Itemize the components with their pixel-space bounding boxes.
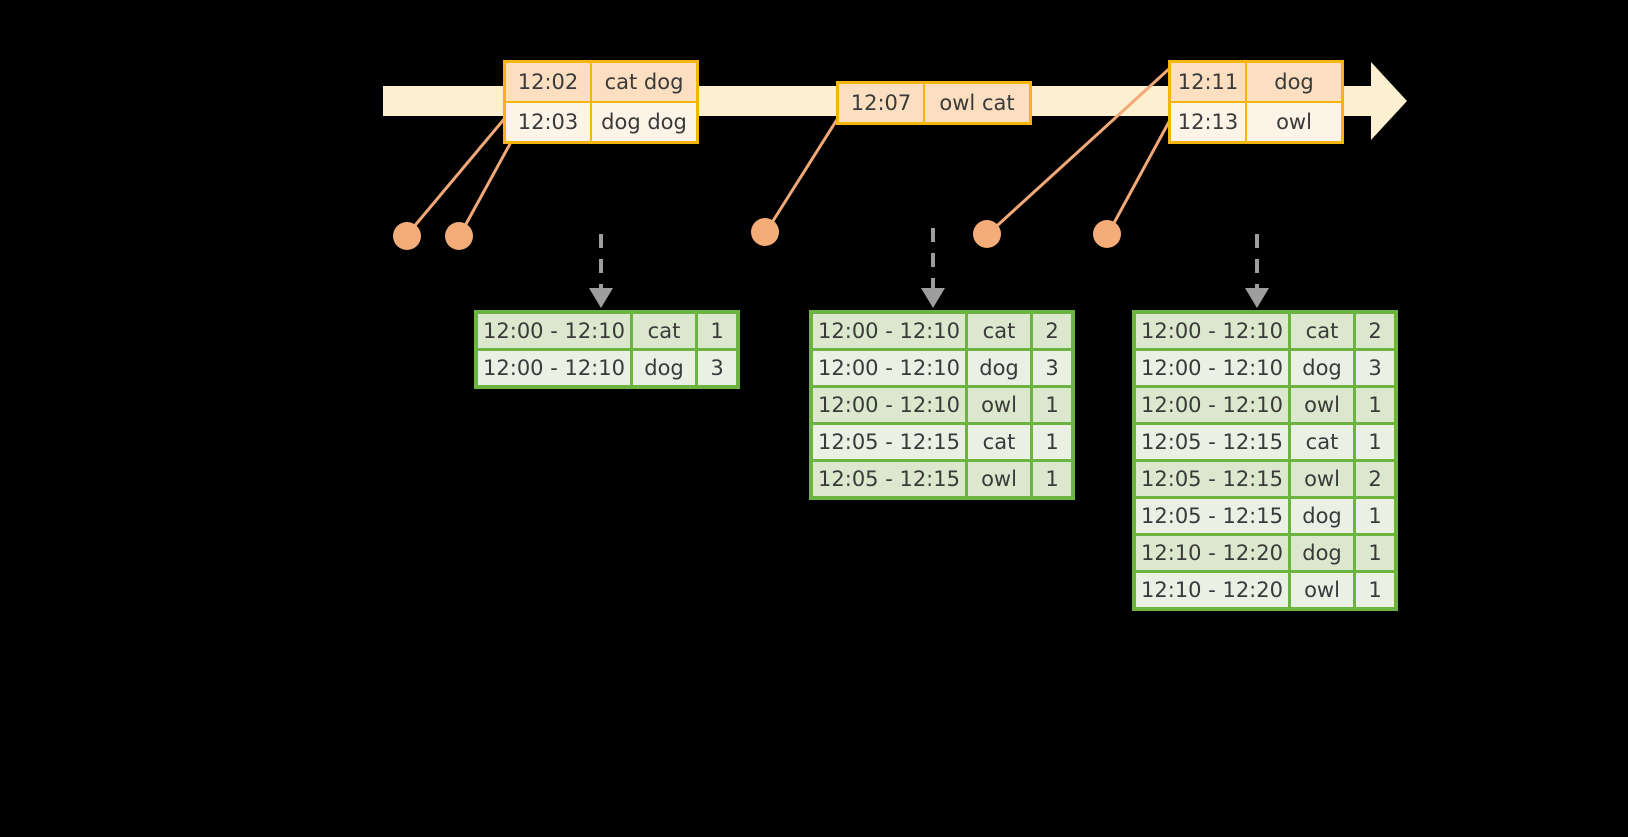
cell-word: owl: [1291, 573, 1353, 607]
cell-count: 3: [698, 351, 736, 385]
cell-word: owl: [968, 462, 1030, 496]
event-words: owl: [1276, 110, 1312, 134]
table-row[interactable]: 12:05 - 12:15 cat 1: [1136, 425, 1394, 459]
event-group-1[interactable]: 12:02 cat dog 12:03 dog dog: [503, 60, 699, 144]
dot-1203-icon: [445, 222, 473, 250]
cell-window: 12:05 - 12:15: [1136, 425, 1288, 459]
cell-count: 3: [1356, 351, 1394, 385]
cell-word: cat: [1291, 425, 1353, 459]
dot-1213-icon: [1093, 220, 1121, 248]
table-row[interactable]: 12:05 - 12:15 dog 1: [1136, 499, 1394, 533]
table-row[interactable]: 12:10 - 12:20 owl 1: [1136, 573, 1394, 607]
cell-count: 1: [1356, 573, 1394, 607]
event-row[interactable]: 12:13 owl: [1171, 103, 1341, 141]
event-row[interactable]: 12:02 cat dog: [506, 63, 696, 103]
cell-count: 1: [1033, 388, 1071, 422]
connector-1207: [764, 116, 840, 234]
event-row[interactable]: 12:07 owl cat: [839, 84, 1029, 122]
event-words: owl cat: [939, 91, 1015, 115]
cell-window: 12:00 - 12:10: [1136, 314, 1288, 348]
cell-count: 1: [1033, 462, 1071, 496]
table-row[interactable]: 12:00 - 12:10 cat 2: [1136, 314, 1394, 348]
cell-count: 2: [1356, 314, 1394, 348]
cell-count: 1: [1356, 536, 1394, 570]
cell-count: 2: [1033, 314, 1071, 348]
dashed-arrow-3: [1245, 234, 1269, 308]
table-row[interactable]: 12:05 - 12:15 owl 1: [813, 462, 1071, 496]
cell-count: 2: [1356, 462, 1394, 496]
cell-word: dog: [633, 351, 695, 385]
dashed-arrows: [589, 228, 1269, 308]
event-time: 12:07: [839, 84, 925, 122]
dot-1202-icon: [393, 222, 421, 250]
cell-word: cat: [1291, 314, 1353, 348]
connector-1202: [405, 116, 507, 237]
table-row[interactable]: 12:05 - 12:15 cat 1: [813, 425, 1071, 459]
result-table-2[interactable]: 12:00 - 12:10 cat 2 12:00 - 12:10 dog 3 …: [809, 310, 1075, 500]
table-row[interactable]: 12:10 - 12:20 dog 1: [1136, 536, 1394, 570]
cell-count: 1: [1033, 425, 1071, 459]
table-row[interactable]: 12:00 - 12:10 dog 3: [1136, 351, 1394, 385]
cell-word: owl: [1291, 462, 1353, 496]
cell-window: 12:00 - 12:10: [478, 351, 630, 385]
cell-window: 12:00 - 12:10: [813, 351, 965, 385]
table-row[interactable]: 12:00 - 12:10 owl 1: [1136, 388, 1394, 422]
event-time: 12:13: [1171, 103, 1247, 141]
cell-word: cat: [968, 425, 1030, 459]
table-row[interactable]: 12:00 - 12:10 cat 2: [813, 314, 1071, 348]
cell-window: 12:05 - 12:15: [813, 462, 965, 496]
dashed-arrow-2: [921, 228, 945, 308]
cell-window: 12:05 - 12:15: [1136, 462, 1288, 496]
event-words: dog dog: [601, 110, 687, 134]
cell-word: dog: [968, 351, 1030, 385]
table-row[interactable]: 12:00 - 12:10 dog 3: [478, 351, 736, 385]
event-group-2[interactable]: 12:07 owl cat: [836, 81, 1032, 125]
cell-window: 12:00 - 12:10: [813, 388, 965, 422]
cell-count: 1: [1356, 499, 1394, 533]
table-row[interactable]: 12:00 - 12:10 owl 1: [813, 388, 1071, 422]
cell-word: dog: [1291, 351, 1353, 385]
table-row[interactable]: 12:05 - 12:15 owl 2: [1136, 462, 1394, 496]
event-group-3[interactable]: 12:11 dog 12:13 owl: [1168, 60, 1344, 144]
cell-count: 1: [1356, 425, 1394, 459]
cell-word: dog: [1291, 536, 1353, 570]
event-row[interactable]: 12:11 dog: [1171, 63, 1341, 103]
table-row[interactable]: 12:00 - 12:10 dog 3: [813, 351, 1071, 385]
cell-count: 1: [1356, 388, 1394, 422]
dot-1207-icon: [751, 218, 779, 246]
event-time: 12:03: [506, 103, 592, 141]
cell-window: 12:00 - 12:10: [1136, 351, 1288, 385]
cell-word: dog: [1291, 499, 1353, 533]
table-row[interactable]: 12:00 - 12:10 cat 1: [478, 314, 736, 348]
cell-window: 12:00 - 12:10: [813, 314, 965, 348]
cell-window: 12:05 - 12:15: [1136, 499, 1288, 533]
result-table-1[interactable]: 12:00 - 12:10 cat 1 12:00 - 12:10 dog 3: [474, 310, 740, 389]
cell-count: 3: [1033, 351, 1071, 385]
result-table-3[interactable]: 12:00 - 12:10 cat 2 12:00 - 12:10 dog 3 …: [1132, 310, 1398, 611]
event-words: dog: [1274, 70, 1314, 94]
timeline-dots: [393, 218, 1121, 250]
dashed-arrow-1: [589, 234, 613, 308]
cell-word: owl: [968, 388, 1030, 422]
event-time: 12:02: [506, 63, 592, 101]
cell-window: 12:05 - 12:15: [813, 425, 965, 459]
event-time: 12:11: [1171, 63, 1247, 101]
cell-window: 12:10 - 12:20: [1136, 573, 1288, 607]
cell-count: 1: [698, 314, 736, 348]
dot-1211-icon: [973, 220, 1001, 248]
connector-1213: [1106, 118, 1172, 236]
cell-window: 12:10 - 12:20: [1136, 536, 1288, 570]
cell-word: owl: [1291, 388, 1353, 422]
cell-window: 12:00 - 12:10: [1136, 388, 1288, 422]
cell-word: cat: [968, 314, 1030, 348]
cell-window: 12:00 - 12:10: [478, 314, 630, 348]
event-words: cat dog: [604, 70, 684, 94]
event-row[interactable]: 12:03 dog dog: [506, 103, 696, 141]
cell-word: cat: [633, 314, 695, 348]
